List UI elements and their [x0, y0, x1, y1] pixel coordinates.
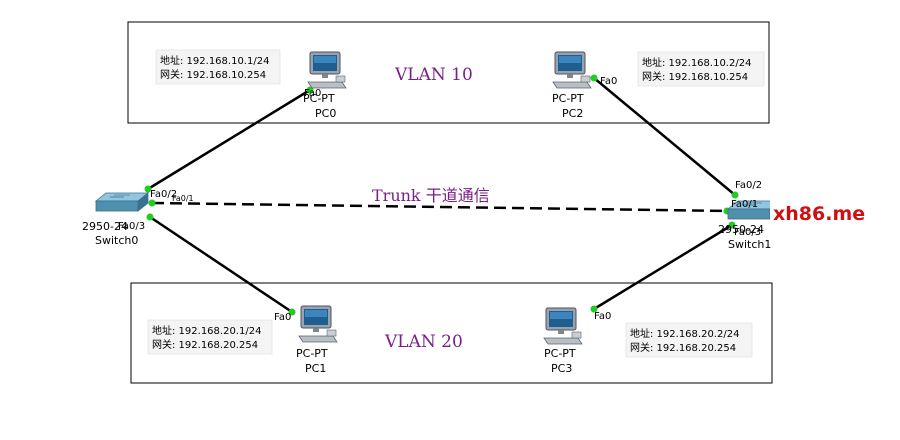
switch0-name-label: Switch0 [95, 234, 138, 247]
pc0-port-label: Fa0 [304, 88, 321, 99]
watermark-backdrop [770, 200, 868, 226]
pc2-port-label: Fa0 [600, 76, 617, 87]
pc2-info-box: 地址: 192.168.10.2/24 网关: 192.168.10.254 [637, 51, 765, 87]
port-led [148, 199, 156, 207]
port-led [144, 185, 152, 193]
pc0-name-label: PC0 [315, 107, 336, 120]
pc3-gateway: 网关: 192.168.20.254 [630, 341, 736, 354]
port-led [728, 221, 736, 229]
link-sw0-pc1 [149, 215, 293, 314]
switch-icon [95, 192, 149, 212]
switch1-port-trunk: Fa0/1 [731, 199, 758, 210]
trunk-label: Trunk 干道通信 [372, 186, 490, 205]
switch1-node[interactable]: 2950-24 Switch1 Fa0/2 Fa0/1 Fa0/3 [718, 180, 781, 251]
pc2-name-label: PC2 [562, 107, 583, 120]
switch0-node[interactable]: 2950-24 Switch0 Fa0/2 Fa0/1 Fa0/3 [82, 189, 194, 247]
pc3-info-box: 地址: 192.168.20.2/24 网关: 192.168.20.254 [625, 322, 753, 358]
pc2-node[interactable]: Fa0 PC-PT PC2 [552, 51, 617, 120]
port-led [590, 305, 598, 313]
pc3-node[interactable]: Fa0 PC-PT PC3 [543, 307, 611, 375]
switch0-model-label: 2950-24 [82, 220, 128, 233]
port-led [146, 213, 154, 221]
pc1-info-box: 地址: 192.168.20.1/24 网关: 192.168.20.254 [147, 319, 273, 355]
pc2-gateway: 网关: 192.168.10.254 [642, 70, 748, 83]
vlan-10-box [127, 21, 770, 124]
switch1-port-pc2: Fa0/2 [735, 180, 762, 191]
pc2-address: 地址: 192.168.10.2/24 [642, 56, 751, 69]
pc1-name-label: PC1 [305, 362, 326, 375]
link-sw0-pc0 [147, 88, 311, 191]
watermark-text: xh86.me [773, 203, 865, 225]
pc-icon [307, 51, 347, 89]
switch0-port-trunk: Fa0/1 [172, 194, 194, 203]
switch1-name-label: Switch1 [728, 238, 771, 251]
pc1-model-label: PC-PT [296, 347, 328, 360]
link-pc3-sw1 [593, 223, 733, 311]
pc3-name-label: PC3 [551, 362, 572, 375]
trunk-link [151, 201, 728, 213]
switch1-model-label: 2950-24 [718, 223, 764, 236]
pc0-model-label: PC-PT [303, 92, 335, 105]
pc-icon [298, 305, 338, 343]
switch0-port-pc1: Fa0/3 [118, 221, 145, 232]
pc3-address: 地址: 192.168.20.2/24 [630, 327, 739, 340]
pc3-model-label: PC-PT [544, 347, 576, 360]
pc3-port-label: Fa0 [594, 311, 611, 322]
pc0-address: 地址: 192.168.10.1/24 [160, 54, 269, 67]
switch0-port-pc0: Fa0/2 [150, 189, 177, 200]
pc-icon [552, 51, 592, 89]
pc1-gateway: 网关: 192.168.20.254 [152, 338, 258, 351]
pc1-node[interactable]: Fa0 PC-PT PC1 [274, 305, 338, 375]
pc0-info-box: 地址: 192.168.10.1/24 网关: 192.168.10.254 [155, 49, 281, 85]
pc-icon [543, 307, 583, 345]
link-pc2-sw1 [593, 77, 736, 196]
port-led [731, 191, 739, 199]
pc1-address: 地址: 192.168.20.1/24 [152, 324, 261, 337]
vlan-20-label: VLAN 20 [384, 332, 463, 352]
vlan-10-label: VLAN 10 [394, 65, 473, 85]
pc0-node[interactable]: Fa0 PC-PT PC0 [303, 51, 347, 120]
pc1-port-label: Fa0 [274, 312, 291, 323]
vlan-20-box [130, 282, 773, 384]
pc0-gateway: 网关: 192.168.10.254 [160, 68, 266, 81]
port-led [590, 74, 598, 82]
pc2-model-label: PC-PT [552, 92, 584, 105]
switch1-port-pc3: Fa0/3 [734, 227, 761, 238]
port-led [288, 308, 296, 316]
